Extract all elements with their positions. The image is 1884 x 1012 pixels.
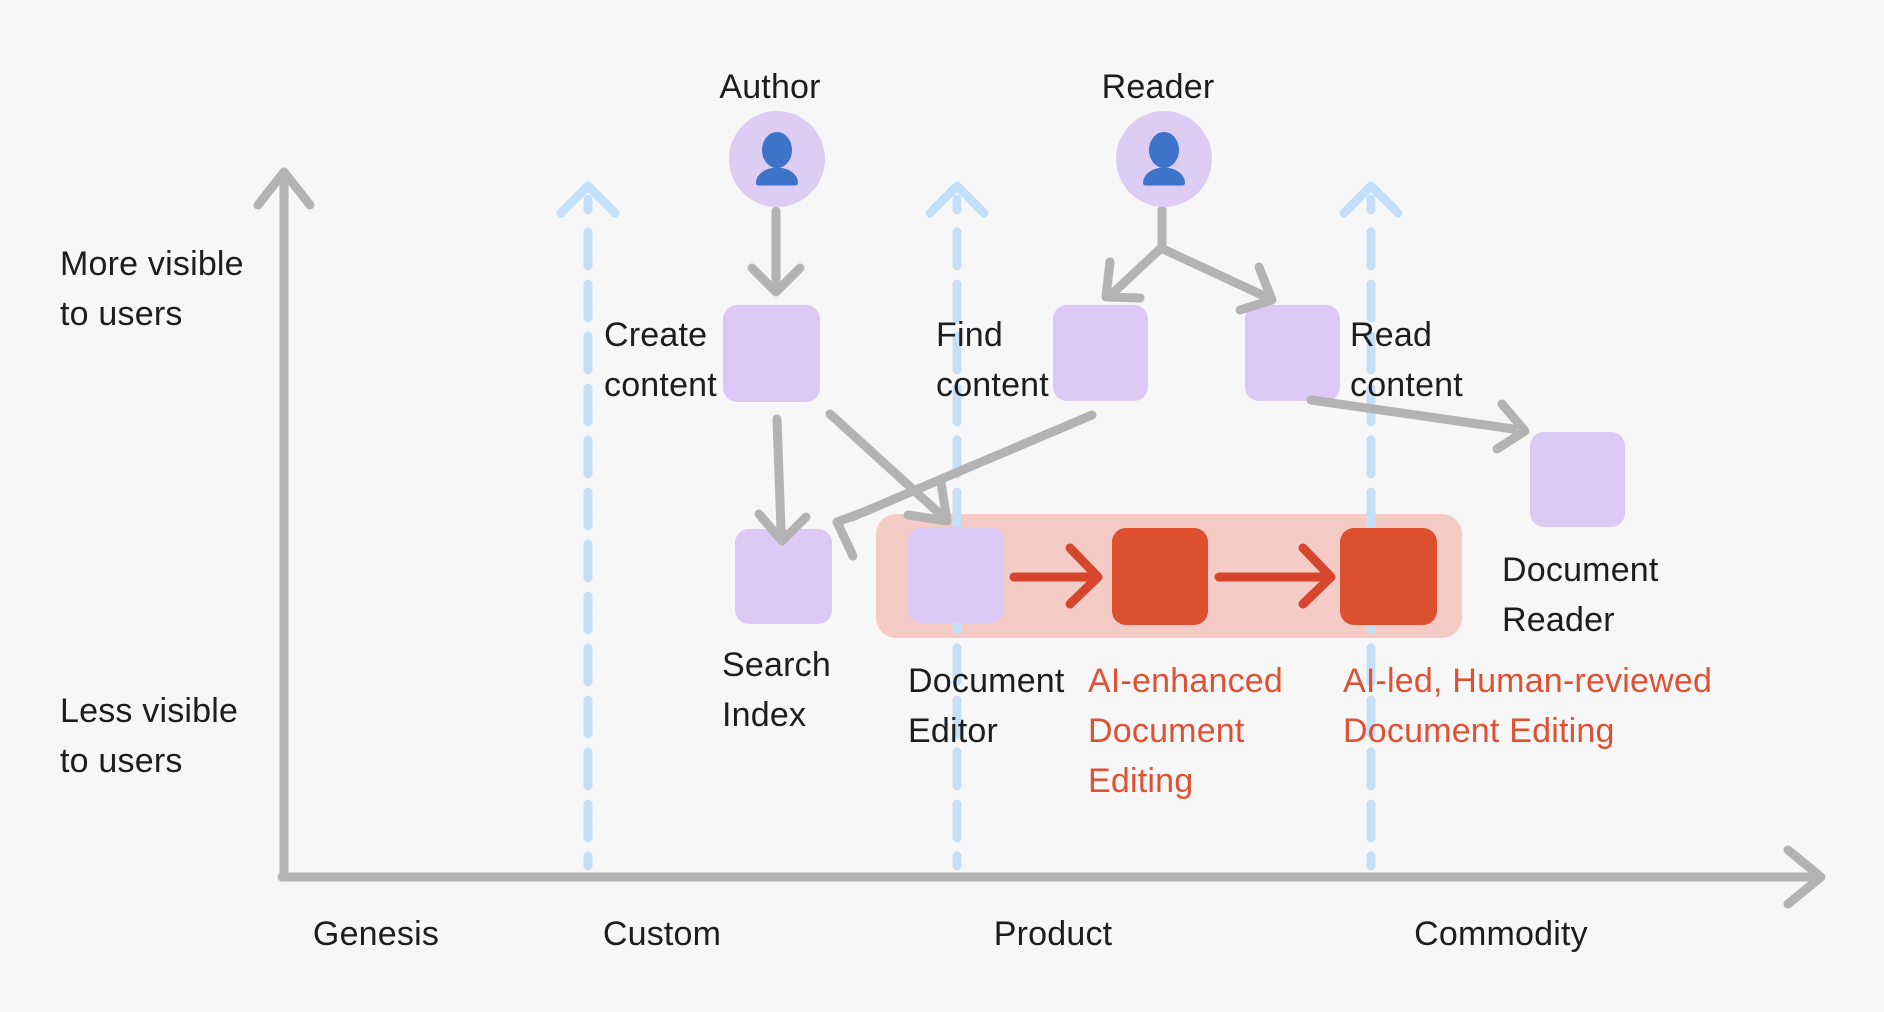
arrow-author-to-create [747,206,805,297]
search-index-label: Search Index [722,646,831,734]
create-content-node [723,305,820,402]
arrow-head-icon [832,505,874,561]
arrow-head-icon [903,478,952,526]
x-axis-arrow-icon [1783,845,1826,909]
ai-led-editing-node [1340,528,1437,625]
stage-label-genesis: Genesis [312,915,440,953]
boundary-arrow-up-icon [1339,181,1403,218]
person-icon [1143,132,1185,186]
document-editor-node [908,527,1004,623]
red-arrow-head-icon [1298,543,1336,609]
author-label: Author [719,68,821,106]
search-index-node [735,529,832,624]
create-content-label: Create content [604,316,717,404]
y-axis [253,167,315,881]
arrow-read-to-document-reader [1306,395,1530,454]
find-content-node [1053,305,1148,401]
author-avatar [729,111,825,207]
boundary-arrow-up-icon [925,181,989,218]
person-icon [756,132,798,186]
stage-label-custom: Custom [602,915,722,953]
y-axis-label-bottom: Less visible to users [60,692,239,780]
read-content-node [1245,305,1340,401]
arrow-head-icon [1235,262,1277,315]
ai-enhanced-label: AI-enhanced Document Editing [1088,662,1284,800]
reader-avatar [1116,111,1212,207]
reader-label: Reader [1101,68,1215,106]
document-reader-node [1530,432,1625,527]
arrow-head-icon [1492,399,1530,454]
ai-led-label: AI-led, Human-reviewed Document Editing [1343,662,1713,750]
arrow-head-icon [747,263,805,297]
read-content-label: Read content [1350,316,1463,404]
document-reader-label: Document Reader [1502,551,1659,639]
arrow-create-to-search-index [754,414,811,546]
stage-boundary-custom [556,181,620,871]
arrow-head-icon [1101,257,1145,303]
stage-label-commodity: Commodity [1414,915,1588,953]
stage-label-product: Product [993,915,1113,953]
arrow-create-to-document-editor [825,409,952,526]
arrow-reader-to-find [1101,205,1167,303]
document-editor-label: Document Editor [908,662,1065,750]
arrow-editor-to-ai-enhanced [1009,543,1103,609]
red-arrow-head-icon [1065,543,1103,609]
boundary-arrow-up-icon [556,181,620,218]
arrow-ai-enhanced-to-ai-led [1214,543,1336,609]
arrow-head-icon [754,509,811,546]
find-content-label: Find content [936,316,1049,404]
y-axis-label-top: More visible to users [60,245,244,333]
arrow-find-to-search-index [832,410,1097,561]
arrow-reader-to-read [1158,244,1277,315]
x-axis [277,845,1826,909]
ai-enhanced-editing-node [1112,528,1208,625]
y-axis-arrow-icon [253,167,315,210]
